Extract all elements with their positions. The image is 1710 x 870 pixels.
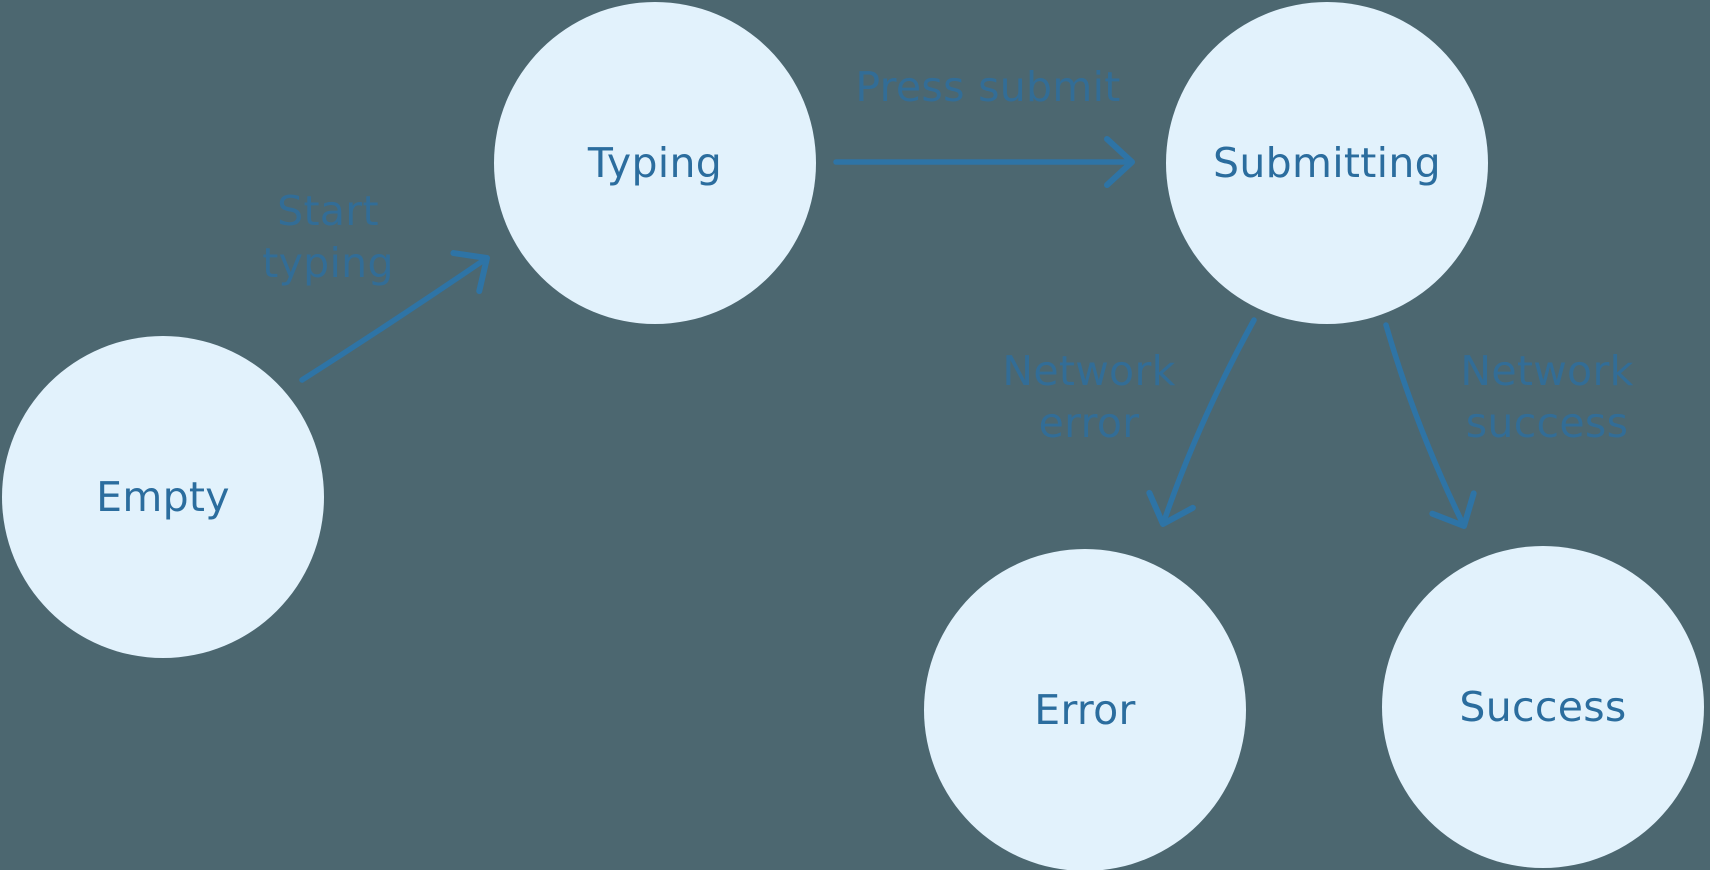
edge-label-line: Press submit: [855, 63, 1121, 111]
edge-label-network-error: Network error: [1002, 345, 1175, 449]
edge-label-line: Network: [1460, 347, 1634, 395]
state-node-submitting: Submitting: [1166, 2, 1488, 324]
state-node-label: Success: [1459, 683, 1627, 731]
state-node-success: Success: [1382, 546, 1704, 868]
edge-label-network-success: Network success: [1460, 345, 1633, 449]
edge-label-line: Start: [277, 187, 379, 235]
state-node-label: Submitting: [1213, 139, 1441, 187]
state-node-empty: Empty: [2, 336, 324, 658]
edge-label-start-typing: Start typing: [262, 185, 394, 289]
edge-empty-to-typing: [299, 250, 490, 383]
state-node-label: Error: [1034, 686, 1136, 734]
edge-submitting-to-success: [1383, 322, 1477, 529]
edge-label-line: typing: [262, 239, 394, 287]
edge-submitting-to-error: [1146, 317, 1257, 527]
edge-label-line: success: [1465, 399, 1629, 447]
edge-label-line: error: [1038, 399, 1140, 447]
state-node-label: Typing: [587, 139, 723, 187]
edge-label-press-submit: Press submit: [855, 61, 1120, 113]
state-node-error: Error: [924, 549, 1246, 870]
state-node-typing: Typing: [494, 2, 816, 324]
state-node-label: Empty: [96, 473, 230, 521]
edge-label-line: Network: [1002, 347, 1176, 395]
